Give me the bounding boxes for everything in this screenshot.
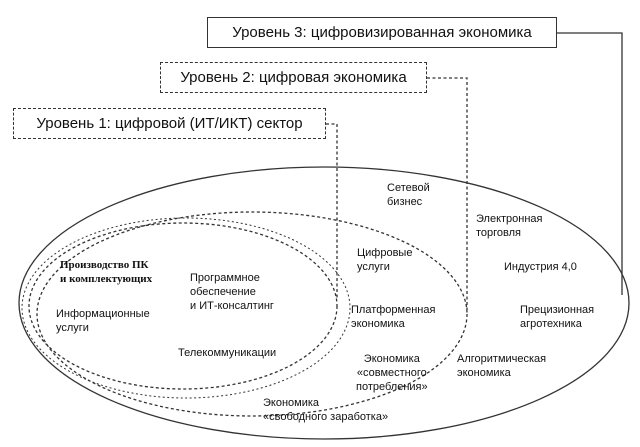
- label-software: Программное обеспечение и ИТ-консалтинг: [190, 272, 274, 312]
- level3-ellipse: [18, 166, 630, 440]
- label-pc-production: Производство ПК и комплектующих: [60, 259, 153, 285]
- label-sharing-economy: Экономика «совместного потребления»: [356, 353, 428, 393]
- level1-ellipse: [28, 222, 338, 390]
- label-info-services: Информационные услуги: [56, 308, 150, 334]
- level1-box: Уровень 1: цифровой (ИТ/ИКТ) сектор: [13, 108, 326, 139]
- label-platform-economy: Платформенная экономика: [351, 304, 436, 330]
- label-digital-services: Цифровые услуги: [357, 247, 413, 273]
- level3-connector: [557, 32, 623, 295]
- label-precision-agro: Прецизионная агротехника: [520, 304, 595, 330]
- level1-ellipse-echo: [21, 217, 351, 399]
- level2-box: Уровень 2: цифровая экономика: [160, 62, 427, 93]
- level3-box: Уровень 3: цифровизированная экономика: [207, 17, 557, 48]
- label-gig-economy: Экономика «свободного заработка»: [263, 397, 389, 423]
- level1-connector: [326, 123, 338, 300]
- label-network-business: Сетевой бизнес: [387, 182, 430, 208]
- label-telecom: Телекоммуникации: [178, 347, 277, 359]
- label-industry4: Индустрия 4,0: [504, 261, 577, 273]
- label-algorithmic-economy: Алгоритмическая экономика: [457, 353, 547, 379]
- label-ecommerce: Электронная торговля: [476, 213, 543, 239]
- level2-connector: [427, 77, 468, 310]
- level2-ellipse: [36, 211, 468, 417]
